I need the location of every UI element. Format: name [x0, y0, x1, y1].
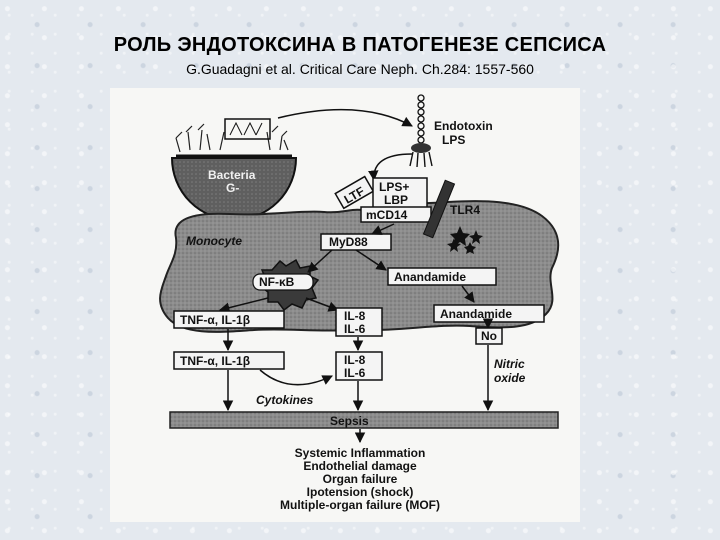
arrow-anandamide-to-outer — [461, 285, 475, 303]
pathogenesis-diagram: Bacteria G- Endotoxin LPS Monocyte LTF — [110, 88, 580, 522]
no-box — [475, 327, 503, 345]
sepsis-label: Sepsis — [330, 414, 369, 428]
no-label: No — [481, 329, 497, 343]
bacteria-cell: Bacteria G- — [170, 118, 298, 221]
bacteria-label: Bacteria — [208, 168, 256, 182]
slide-subtitle: G.Guadagni et al. Critical Care Neph. Ch… — [186, 61, 534, 77]
il8-outer-label: IL-8 — [344, 353, 366, 367]
tlr4-label: TLR4 — [450, 203, 480, 217]
lbp-complex: LTF LPS+ LBP mCD14 — [334, 175, 432, 223]
lps-lbp-label: LPS+ — [379, 180, 409, 194]
anandamide-outer-label: Anandamide — [440, 307, 512, 321]
il-inner-box — [335, 307, 383, 337]
endotoxin-label: Endotoxin — [434, 119, 493, 133]
myd88-label: MyD88 — [329, 235, 368, 249]
tnf-inner-box — [173, 310, 285, 329]
cytokines-label: Cytokines — [256, 393, 314, 407]
tnf-inner-label: TNF-α, IL-1β — [180, 313, 250, 327]
outcome-item: Organ failure — [323, 472, 398, 486]
nitric-label: Nitric — [494, 357, 525, 371]
monocyte-label: Monocyte — [186, 234, 242, 248]
oxide-label: oxide — [494, 371, 526, 385]
mcd14-label: mCD14 — [366, 208, 408, 222]
arrow-tnf-to-il-outer — [259, 369, 333, 386]
il-outer-box — [335, 351, 383, 381]
tnf-outer-box — [173, 351, 285, 370]
arrow-nfkb-to-il — [305, 297, 339, 312]
bacteria-gram-label: G- — [226, 181, 239, 195]
outcome-item: Multiple-organ failure (MOF) — [280, 498, 440, 512]
lps-molecule-icon — [409, 94, 433, 168]
outcome-item: Endothelial damage — [303, 459, 417, 473]
arrow-complex-to-myd88 — [371, 223, 395, 235]
arrow-myd88-to-anandamide — [355, 249, 387, 271]
arrow-myd88-to-nfkb — [307, 249, 333, 273]
outcome-item: Systemic Inflammation — [295, 446, 426, 460]
nfkb-label: NF-κB — [259, 275, 295, 289]
il6-inner-label: IL-6 — [344, 322, 366, 336]
tnf-outer-label: TNF-α, IL-1β — [180, 354, 250, 368]
arrow-bacteria-to-endotoxin — [277, 108, 413, 127]
anandamide-inner-label: Anandamide — [394, 270, 466, 284]
diagram-svg: Bacteria G- Endotoxin LPS Monocyte LTF — [159, 94, 560, 512]
anandamide-inner-box — [387, 267, 497, 286]
tlr4-receptor — [422, 179, 456, 239]
sepsis-bar — [169, 411, 559, 429]
il8-inner-label: IL-8 — [344, 309, 366, 323]
il6-outer-label: IL-6 — [344, 366, 366, 380]
signal-stars-icon — [447, 226, 483, 254]
arrow-nfkb-to-tnf — [218, 297, 269, 313]
outcome-item: Ipotension (shock) — [307, 485, 414, 499]
lbp-label: LBP — [384, 193, 408, 207]
slide-title: РОЛЬ ЭНДОТОКСИНА В ПАТОГЕНЕЗЕ СЕПСИСА — [113, 34, 607, 56]
arrow-lps-to-complex — [368, 153, 413, 182]
lps-label: LPS — [442, 133, 465, 147]
